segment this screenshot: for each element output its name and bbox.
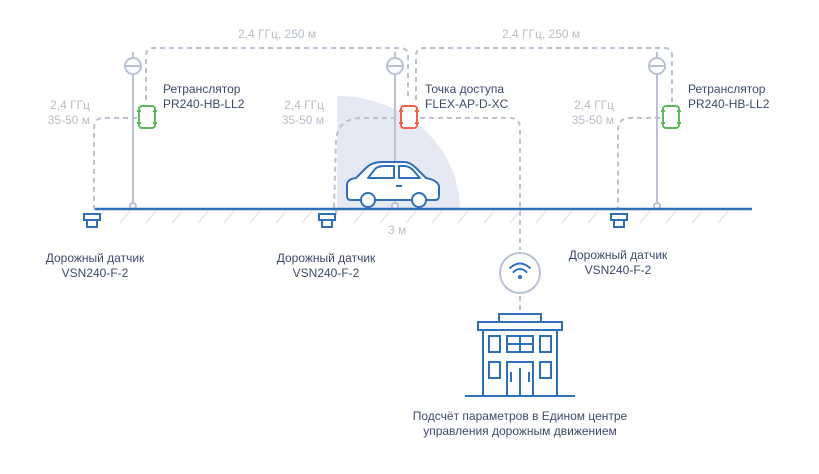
road-hatching: [93, 210, 729, 224]
car-icon: [346, 161, 440, 208]
lamp-icon: [386, 52, 404, 75]
road-sensor-icon: [318, 213, 336, 228]
wifi-icon: [499, 252, 541, 294]
road-sensor-icon: [83, 213, 101, 228]
link-label-left: 2,4 ГГц, 250 м: [238, 27, 317, 41]
lamp-icon: [648, 52, 666, 75]
road-sensor-icon: [610, 213, 628, 228]
wireless-links: [93, 47, 673, 312]
lamp-icon: [124, 52, 142, 75]
access-point-icon: [399, 105, 419, 129]
detection-range-label: 3 м: [388, 223, 407, 237]
link-label-right: 2,4 ГГц, 250 м: [502, 27, 581, 41]
building-icon: [465, 313, 575, 397]
repeater-icon: [661, 105, 681, 129]
repeater-icon: [137, 105, 157, 129]
